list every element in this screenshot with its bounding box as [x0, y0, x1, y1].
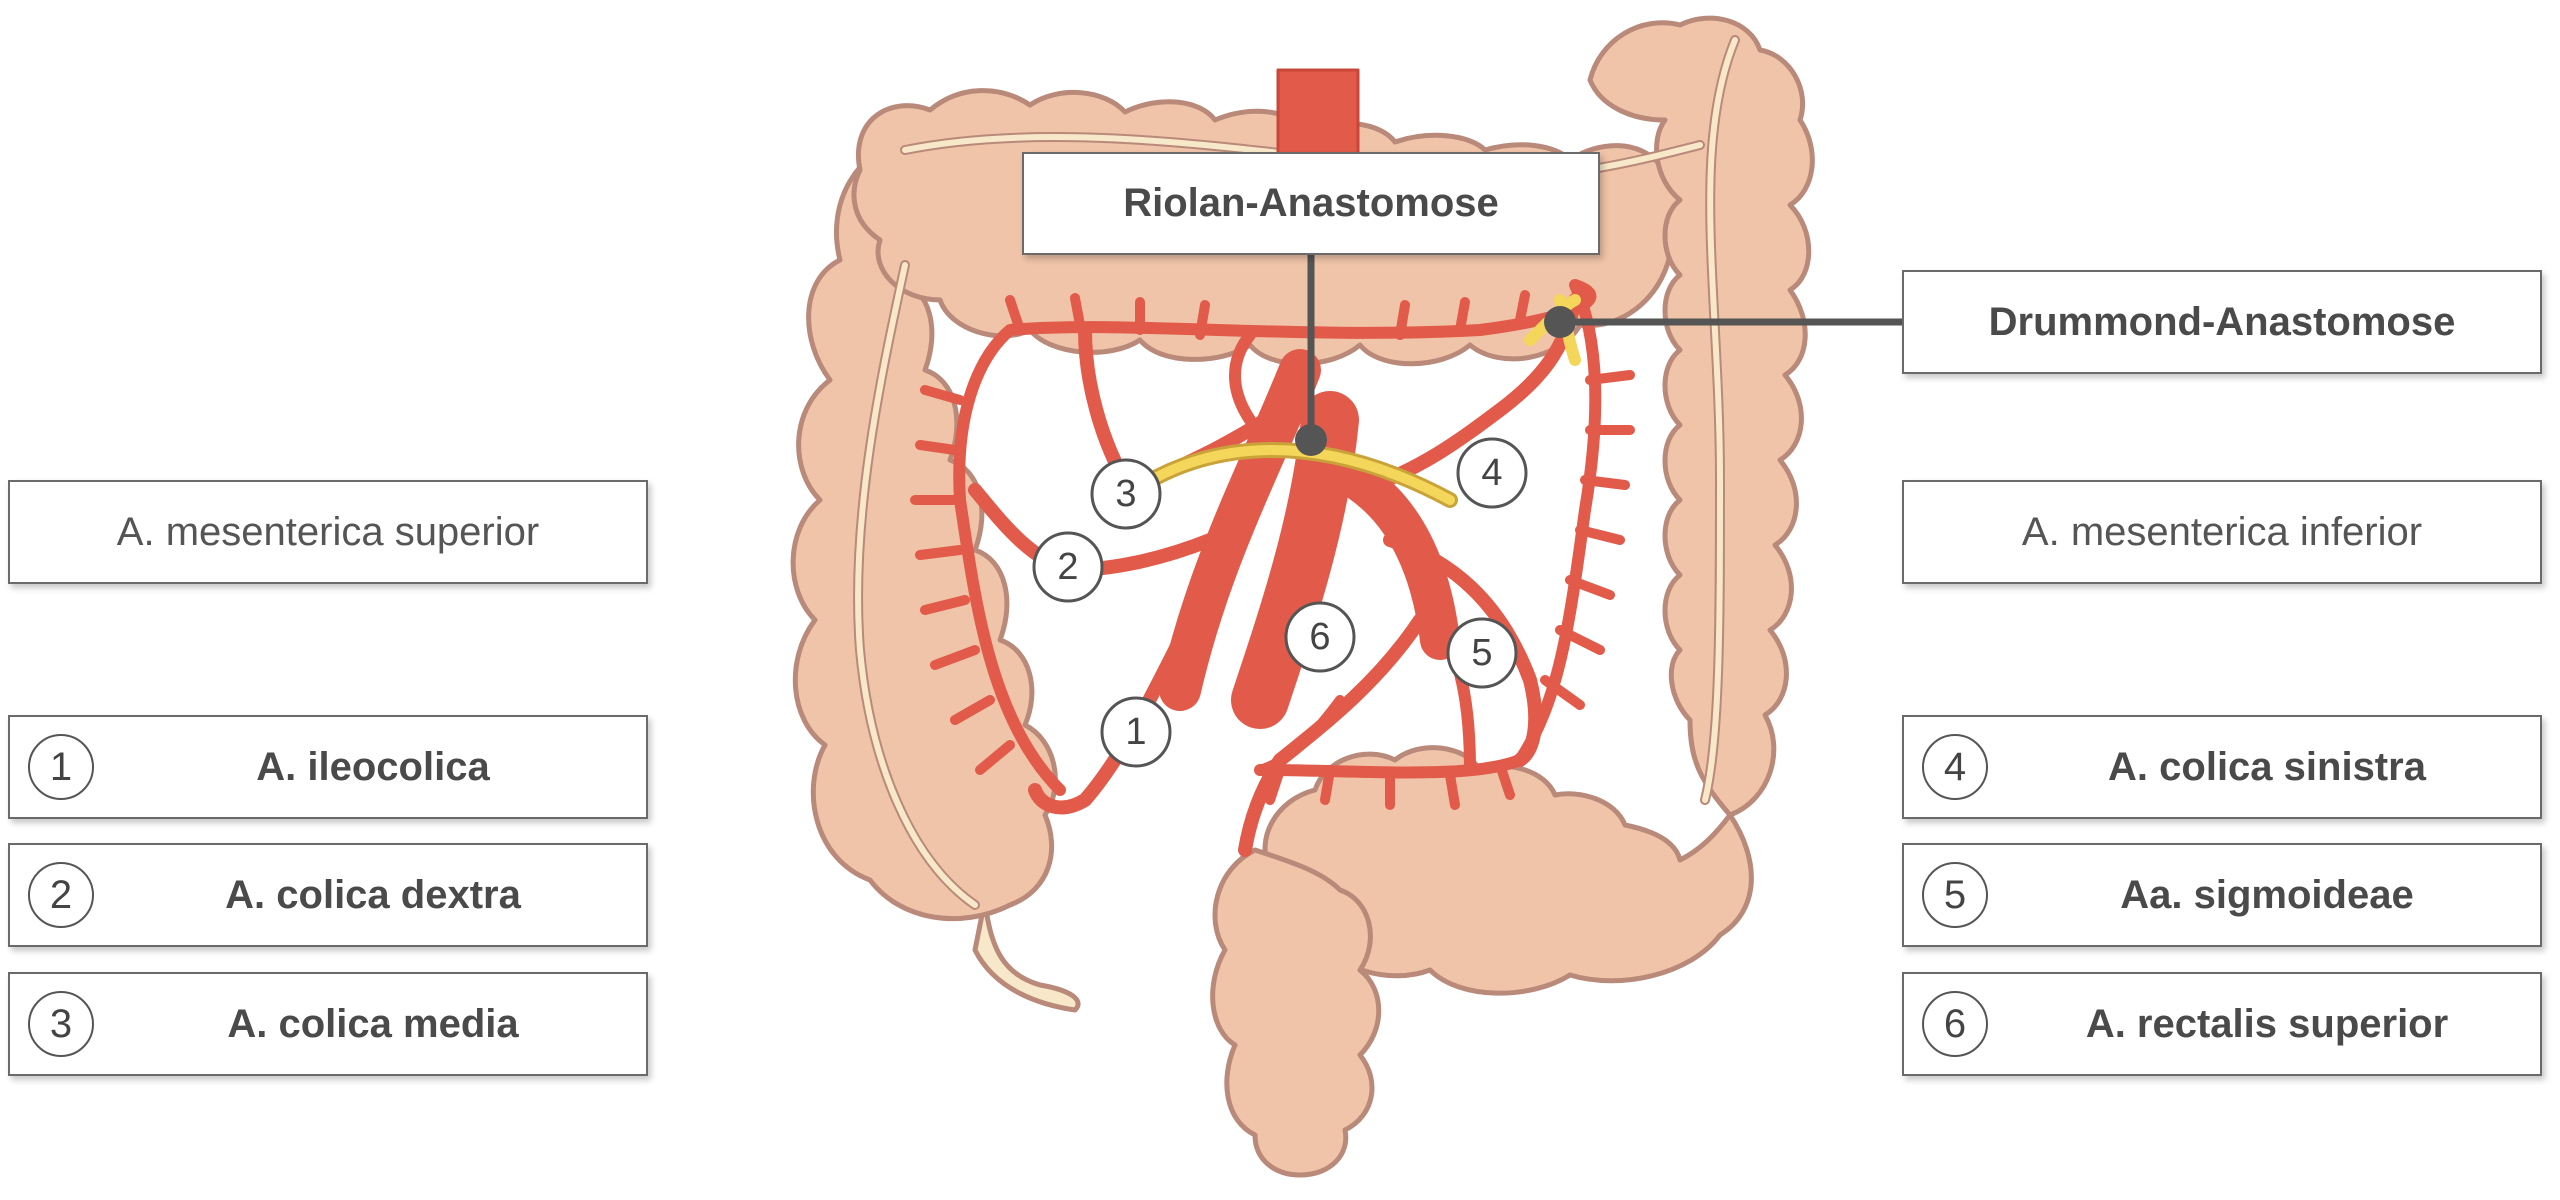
riolan-anastomose-label: Riolan-Anastomose	[1022, 152, 1600, 255]
mesenterica-inferior-header: A. mesenterica inferior	[1902, 480, 2542, 584]
mesenterica-superior-text: A. mesenterica superior	[117, 510, 539, 555]
legend-number-1: 1	[28, 734, 94, 800]
riolan-leader-dot	[1295, 424, 1327, 456]
legend-label-rectalis-superior: A. rectalis superior	[2004, 974, 2530, 1074]
rectum	[1213, 850, 1379, 1175]
riolan-anastomose-text: Riolan-Anastomose	[1123, 181, 1499, 226]
legend-number-3: 3	[28, 991, 94, 1057]
appendix	[975, 900, 1078, 1010]
badge-3-text: 3	[1115, 473, 1136, 515]
badge-1-text: 1	[1125, 711, 1146, 753]
badge-5: 5	[1448, 619, 1516, 687]
legend-item-rectalis-superior: 6 A. rectalis superior	[1902, 972, 2542, 1076]
legend-label-colica-dextra: A. colica dextra	[110, 845, 636, 945]
legend-number-5: 5	[1922, 862, 1988, 928]
legend-item-ileocolica: 1 A. ileocolica	[8, 715, 648, 819]
legend-label-colica-sinistra: A. colica sinistra	[2004, 717, 2530, 817]
legend-item-colica-sinistra: 4 A. colica sinistra	[1902, 715, 2542, 819]
legend-number-6: 6	[1922, 991, 1988, 1057]
badge-4: 4	[1458, 439, 1526, 507]
mesenterica-inferior-text: A. mesenterica inferior	[2022, 510, 2422, 555]
drummond-leader-dot	[1544, 306, 1576, 338]
legend-item-sigmoideae: 5 Aa. sigmoideae	[1902, 843, 2542, 947]
badge-2: 2	[1034, 533, 1102, 601]
legend-item-colica-media: 3 A. colica media	[8, 972, 648, 1076]
badge-6-text: 6	[1309, 616, 1330, 658]
badge-5-text: 5	[1471, 632, 1492, 674]
drummond-anastomose-text: Drummond-Anastomose	[1989, 300, 2456, 345]
legend-label-ileocolica: A. ileocolica	[110, 717, 636, 817]
legend-number-4: 4	[1922, 734, 1988, 800]
legend-item-colica-dextra: 2 A. colica dextra	[8, 843, 648, 947]
badge-6: 6	[1286, 603, 1354, 671]
descending-colon	[1590, 18, 1812, 815]
mesenterica-superior-header: A. mesenterica superior	[8, 480, 648, 584]
badge-1: 1	[1102, 698, 1170, 766]
badge-2-text: 2	[1057, 546, 1078, 588]
legend-label-sigmoideae: Aa. sigmoideae	[2004, 845, 2530, 945]
legend-number-2: 2	[28, 862, 94, 928]
badge-3: 3	[1092, 460, 1160, 528]
badge-4-text: 4	[1481, 452, 1502, 494]
legend-label-colica-media: A. colica media	[110, 974, 636, 1074]
drummond-anastomose-label: Drummond-Anastomose	[1902, 270, 2542, 374]
